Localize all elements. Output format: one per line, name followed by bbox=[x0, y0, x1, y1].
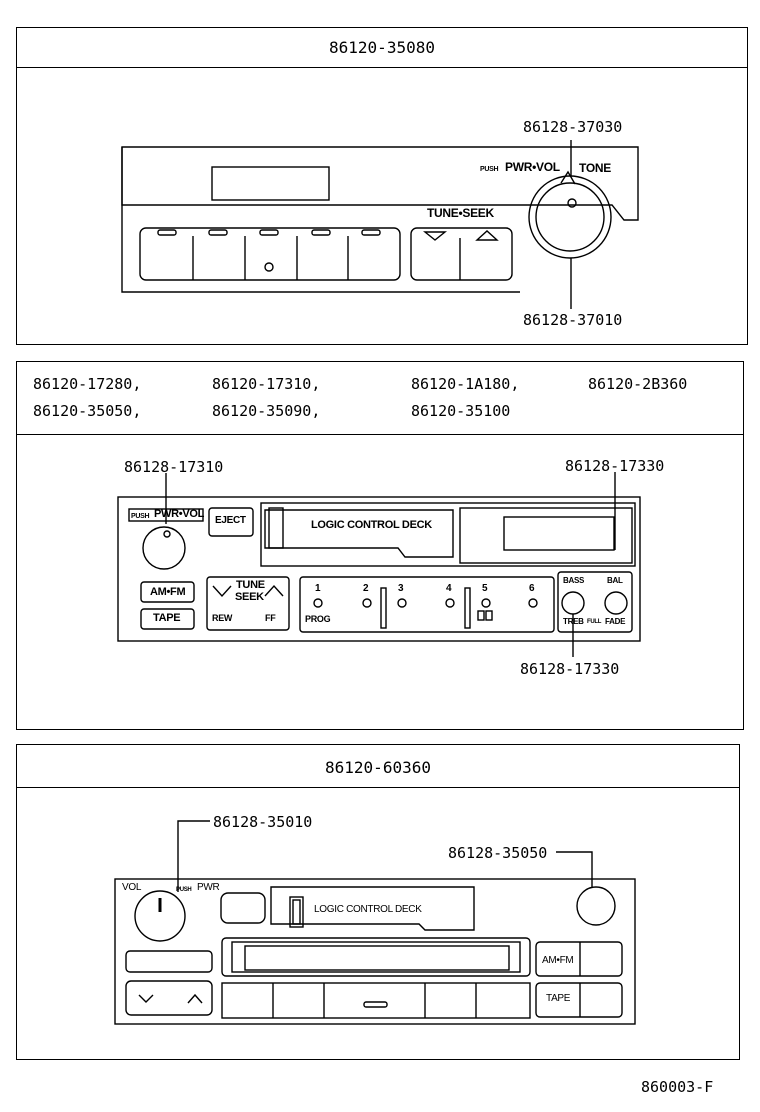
ff-label: FF bbox=[265, 613, 276, 623]
preset-1-label: 1 bbox=[315, 583, 321, 594]
pwr-label: PWR bbox=[197, 882, 220, 893]
callout-volume-knob: 86128-37010 bbox=[523, 311, 623, 329]
preset-4-label: 4 bbox=[446, 583, 452, 594]
part-number-header: 86120-35080 bbox=[329, 38, 435, 57]
preset-6-label: 6 bbox=[529, 583, 535, 594]
full-label: FULL bbox=[587, 619, 602, 625]
panel-86120-35080: 86120-35080 bbox=[16, 27, 748, 345]
part-number-2b360: 86120-2B360 bbox=[588, 375, 688, 393]
part-number-17280: 86120-17280, bbox=[33, 375, 142, 393]
push-label: PUSH bbox=[480, 166, 499, 173]
part-number-35050: 86120-35050, bbox=[33, 402, 142, 420]
deck-label: LOGIC CONTROL DECK bbox=[314, 904, 422, 915]
bal-label: BAL bbox=[607, 576, 623, 585]
prog-label: PROG bbox=[305, 614, 331, 624]
preset-2-label: 2 bbox=[363, 583, 369, 594]
part-number-header: 86120-60360 bbox=[325, 758, 431, 777]
tune-seek-label: TUNE•SEEK bbox=[427, 206, 494, 220]
eject-label: EJECT bbox=[215, 515, 246, 526]
part-number-1a180: 86120-1A180, bbox=[411, 375, 520, 393]
fade-label: FADE bbox=[605, 617, 626, 626]
preset-3-label: 3 bbox=[398, 583, 404, 594]
panel-header: 86120-35080 bbox=[17, 28, 747, 68]
callout-display-knob: 86128-17330 bbox=[565, 457, 665, 475]
preset-5-label: 5 bbox=[482, 583, 488, 594]
tune-label: TUNE bbox=[236, 579, 265, 591]
push-label: PUSH bbox=[131, 513, 150, 520]
tape-label: TAPE bbox=[546, 993, 571, 1004]
panel-86120-17280-group bbox=[16, 361, 744, 730]
rew-label: REW bbox=[212, 613, 233, 623]
part-number-17310: 86120-17310, bbox=[212, 375, 321, 393]
deck-label: LOGIC CONTROL DECK bbox=[311, 519, 432, 531]
panel-header bbox=[17, 362, 743, 435]
part-number-35090: 86120-35090, bbox=[212, 402, 321, 420]
amfm-label: AM•FM bbox=[150, 586, 186, 598]
callout-tone-knob: 86128-37030 bbox=[523, 118, 623, 136]
pwr-vol-label: PWR•VOL bbox=[505, 160, 560, 174]
amfm-label: AM•FM bbox=[542, 955, 574, 966]
callout-volume-knob: 86128-35010 bbox=[213, 813, 313, 831]
tone-label: TONE bbox=[579, 161, 611, 175]
vol-label: VOL bbox=[122, 882, 142, 893]
push-label: PUSH bbox=[176, 887, 192, 893]
part-number-35100: 86120-35100 bbox=[411, 402, 511, 420]
panel-86120-60360: 86120-60360 bbox=[16, 744, 740, 1060]
callout-volume-knob: 86128-17310 bbox=[124, 458, 224, 476]
figure-id: 860003-F bbox=[641, 1078, 714, 1096]
callout-treble-knob: 86128-17330 bbox=[520, 660, 620, 678]
tape-label: TAPE bbox=[153, 612, 181, 624]
panel-header: 86120-60360 bbox=[17, 745, 739, 788]
seek-label: SEEK bbox=[235, 591, 264, 603]
bass-label: BASS bbox=[563, 576, 585, 585]
callout-right-knob: 86128-35050 bbox=[448, 844, 548, 862]
